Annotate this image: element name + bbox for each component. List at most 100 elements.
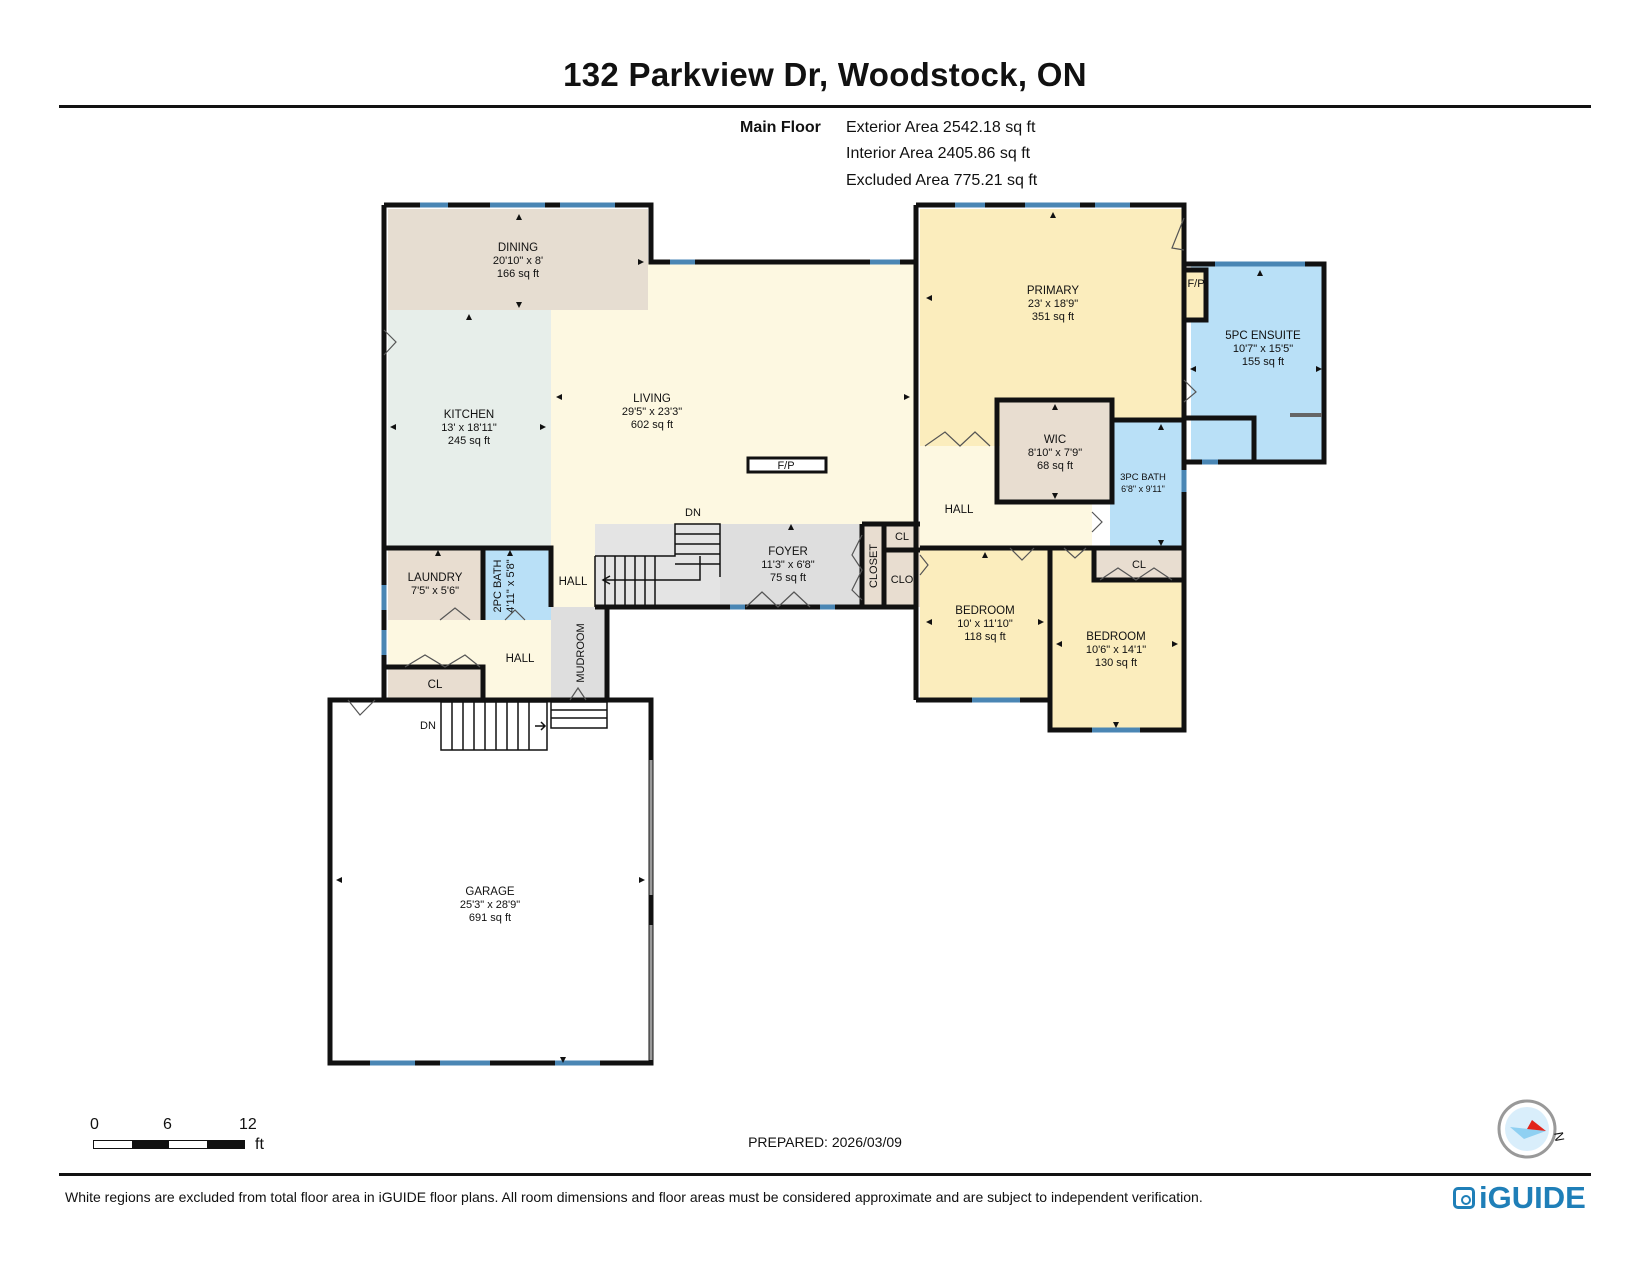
door-swing xyxy=(1063,547,1087,559)
bath2-dims: 4'11" x 5'8" xyxy=(505,559,517,612)
laundry-dims: 7'5" x 5'6" xyxy=(411,585,459,597)
foyer-name: FOYER xyxy=(768,546,808,558)
wall-fp-nook xyxy=(1184,267,1209,323)
fp-primary-label: F/P xyxy=(1187,278,1204,290)
room-fill-bath3 xyxy=(1110,422,1184,548)
room-fill-bath2 xyxy=(483,550,551,620)
fireplace-living xyxy=(746,456,828,474)
door-swing xyxy=(851,534,863,601)
room-fill-fp-nook xyxy=(1184,270,1206,320)
room-fill-ensuite xyxy=(1191,264,1324,462)
living-name: LIVING xyxy=(633,393,671,405)
foyer-dims: 11'3" x 6'8" xyxy=(761,559,814,571)
primary-area: 351 sq ft xyxy=(1032,311,1074,323)
room-fill-living xyxy=(551,262,916,607)
living-area: 602 sq ft xyxy=(631,419,673,431)
hall-west-label: HALL xyxy=(559,576,588,588)
clo-label: CLO xyxy=(891,574,914,586)
closet-label: CLOSET xyxy=(868,544,880,588)
door-swing xyxy=(569,686,587,701)
iguide-logo: iGUIDE xyxy=(1453,1180,1586,1216)
ensuite-area: 155 sq ft xyxy=(1242,356,1284,368)
windows xyxy=(370,202,1305,1066)
door-swing xyxy=(1009,547,1035,561)
logo-text: iGUIDE xyxy=(1479,1180,1586,1215)
hall-east-label: HALL xyxy=(945,504,974,516)
compass-label: N xyxy=(1551,1131,1566,1143)
stair-outline-garage xyxy=(440,701,548,751)
ensuite-dims: 10'7" x 15'5" xyxy=(1233,343,1293,355)
room-fill-bedroom1 xyxy=(920,548,1050,698)
fp-living-label: F/P xyxy=(777,460,794,472)
stair-treads-garage xyxy=(451,702,530,750)
dn-garage-label: DN xyxy=(420,720,436,732)
bedroom2-name: BEDROOM xyxy=(1086,631,1145,643)
door-swing xyxy=(439,607,471,621)
primary-dims: 23' x 18'9" xyxy=(1028,298,1078,310)
garage-name: GARAGE xyxy=(465,886,515,898)
garage-dims: 25'3" x 28'9" xyxy=(460,899,520,911)
door-swing xyxy=(924,431,991,447)
interior-area: Interior Area 2405.86 sq ft xyxy=(846,145,1031,162)
kitchen-area: 245 sq ft xyxy=(448,435,490,447)
door-swing xyxy=(1183,379,1197,403)
scale-label-6: 6 xyxy=(163,1116,172,1133)
cl-bed2-label: CL xyxy=(1132,559,1146,571)
scale-bar-graphic xyxy=(93,1140,245,1149)
kitchen-dims: 13' x 18'11" xyxy=(441,422,497,434)
bedroom1-dims: 10' x 11'10" xyxy=(957,618,1013,630)
excluded-area: Excluded Area 775.21 sq ft xyxy=(846,172,1038,189)
door-swing xyxy=(919,554,929,576)
garage-area: 691 sq ft xyxy=(469,912,511,924)
page-title: 132 Parkview Dr, Woodstock, ON xyxy=(563,56,1087,93)
wic-dims: 8'10" x 7'9" xyxy=(1028,447,1082,459)
foyer-area: 75 sq ft xyxy=(770,572,806,584)
doors xyxy=(347,217,1322,716)
wic-area: 68 sq ft xyxy=(1037,460,1073,472)
scale-unit: ft xyxy=(255,1136,264,1153)
header-rule xyxy=(59,105,1591,108)
room-fill-closet xyxy=(862,524,884,607)
floor-label: Main Floor xyxy=(740,119,821,136)
prepared-date: PREPARED: 2026/03/09 xyxy=(748,1134,902,1150)
bedroom2-area: 130 sq ft xyxy=(1095,657,1137,669)
room-fills xyxy=(388,209,1324,728)
living-dims: 29'5" x 23'3" xyxy=(622,406,682,418)
door-swing xyxy=(1091,511,1103,533)
dining-name: DINING xyxy=(498,242,538,254)
dn-stairs-label: DN xyxy=(685,507,701,519)
primary-name: PRIMARY xyxy=(1027,285,1080,297)
bedroom1-area: 118 sq ft xyxy=(964,631,1005,643)
door-swing xyxy=(1171,217,1185,251)
bath2-name: 2PC BATH xyxy=(492,559,504,612)
wall-closets xyxy=(859,521,920,607)
door-swing xyxy=(383,329,397,356)
wic-name: WIC xyxy=(1044,434,1066,446)
room-fill-cl-hall xyxy=(388,667,483,700)
dining-dims: 20'10" x 8' xyxy=(493,255,543,267)
wall-wic xyxy=(994,397,1115,505)
bath3-name: 3PC BATH xyxy=(1120,472,1166,483)
bedroom2-dims: 10'6" x 14'1" xyxy=(1086,644,1146,656)
cl-hall-label: CL xyxy=(428,679,443,691)
compass-icon: N xyxy=(1497,1099,1566,1159)
door-swing xyxy=(745,591,811,608)
wall-cl-bed2 xyxy=(1091,548,1184,583)
cl-foyer-label: CL xyxy=(895,531,909,543)
ensuite-name: 5PC ENSUITE xyxy=(1225,330,1301,342)
footer-note: White regions are excluded from total fl… xyxy=(65,1189,1203,1205)
stair-landing xyxy=(550,701,608,729)
room-fill-kitchen xyxy=(388,310,551,546)
mudroom-label: MUDROOM xyxy=(575,623,587,682)
door-swing xyxy=(347,699,376,716)
wall-cl-hall xyxy=(384,664,486,700)
room-fill-laundry xyxy=(388,550,483,620)
laundry-name: LAUNDRY xyxy=(408,572,463,584)
wall-ensuite-inner xyxy=(1181,264,1257,462)
room-fill-mudroom xyxy=(551,607,607,700)
footer-rule xyxy=(59,1173,1591,1176)
room-fill-stairs xyxy=(595,524,720,607)
dimension-arrows xyxy=(336,212,1322,1063)
door-swing xyxy=(504,609,526,621)
